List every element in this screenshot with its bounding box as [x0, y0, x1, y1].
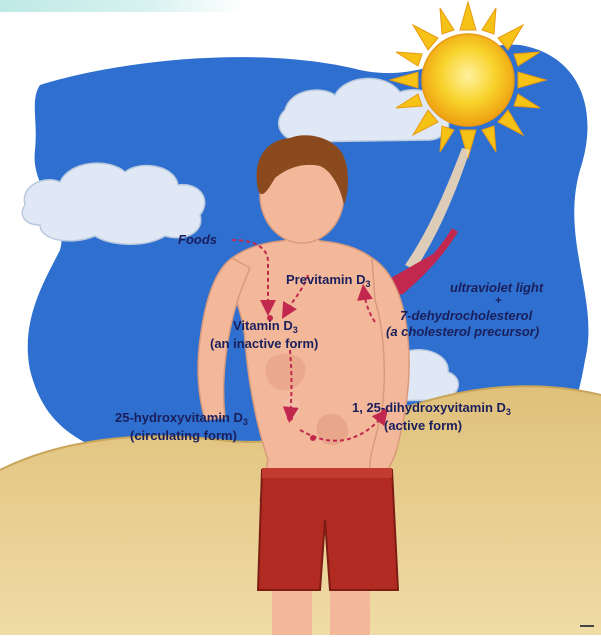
label-25-hydroxyvitamin-d3: 25-hydroxyvitamin D3	[115, 410, 248, 427]
label-inactive-form: (an inactive form)	[210, 336, 318, 351]
label-circulating-form: (circulating form)	[130, 428, 237, 443]
label-previtamin: Previtamin D3	[286, 272, 371, 289]
label-plus: +	[495, 294, 501, 309]
label-cholesterol-precursor: (a cholesterol precursor)	[386, 324, 539, 339]
label-vitamin-d3: Vitamin D3	[233, 318, 298, 335]
label-foods: Foods	[178, 232, 217, 247]
shorts	[258, 470, 398, 590]
label-active-form: (active form)	[384, 418, 462, 433]
label-1-25-dihydroxyvitamin-d3: 1, 25-dihydroxyvitamin D3	[352, 400, 511, 417]
top-bar	[0, 0, 245, 40]
label-7-dehydrocholesterol: 7-dehydrocholesterol	[400, 308, 532, 323]
sun	[390, 2, 546, 158]
label-ultraviolet-light: ultraviolet light	[450, 280, 543, 295]
